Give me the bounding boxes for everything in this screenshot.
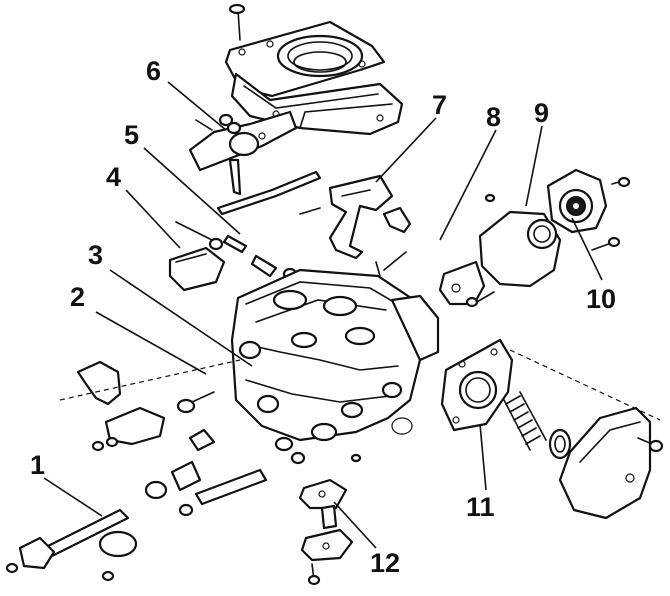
alignment-line-right xyxy=(509,349,661,421)
vacuum-housing xyxy=(558,406,664,520)
gasket-strip xyxy=(216,170,322,216)
callout-11: 11 xyxy=(466,492,495,522)
callout-8: 8 xyxy=(486,102,501,132)
part-5-needle xyxy=(222,234,298,281)
callout-5: 5 xyxy=(124,120,139,150)
carburetor-main-body xyxy=(230,268,440,442)
choke-housing-part-9 xyxy=(438,193,562,308)
callout-4: 4 xyxy=(106,162,121,192)
callout-7: 7 xyxy=(432,90,447,120)
choke-linkage-part-6 xyxy=(188,110,298,196)
choke-cap-part-10 xyxy=(546,168,631,251)
flange-part-12 xyxy=(298,478,354,586)
throttle-linkage xyxy=(76,360,216,452)
callout-9: 9 xyxy=(534,98,549,128)
alignment-line-left xyxy=(59,359,241,401)
callout-labels: 1 2 3 4 5 6 7 8 9 10 11 12 xyxy=(30,56,616,578)
callout-6: 6 xyxy=(146,56,161,86)
part-4-block xyxy=(168,221,226,292)
callout-12: 12 xyxy=(370,548,400,578)
float-part-7 xyxy=(299,174,412,277)
air-horn-cover xyxy=(224,3,404,136)
callout-3: 3 xyxy=(88,240,103,270)
diaphragm-part-11 xyxy=(440,338,572,460)
callout-1: 1 xyxy=(30,450,45,480)
throttle-shaft xyxy=(144,436,362,517)
callout-2: 2 xyxy=(70,282,85,312)
callout-10: 10 xyxy=(586,284,616,314)
lever-shaft-part-1 xyxy=(5,508,138,582)
leader-lines xyxy=(43,81,603,549)
